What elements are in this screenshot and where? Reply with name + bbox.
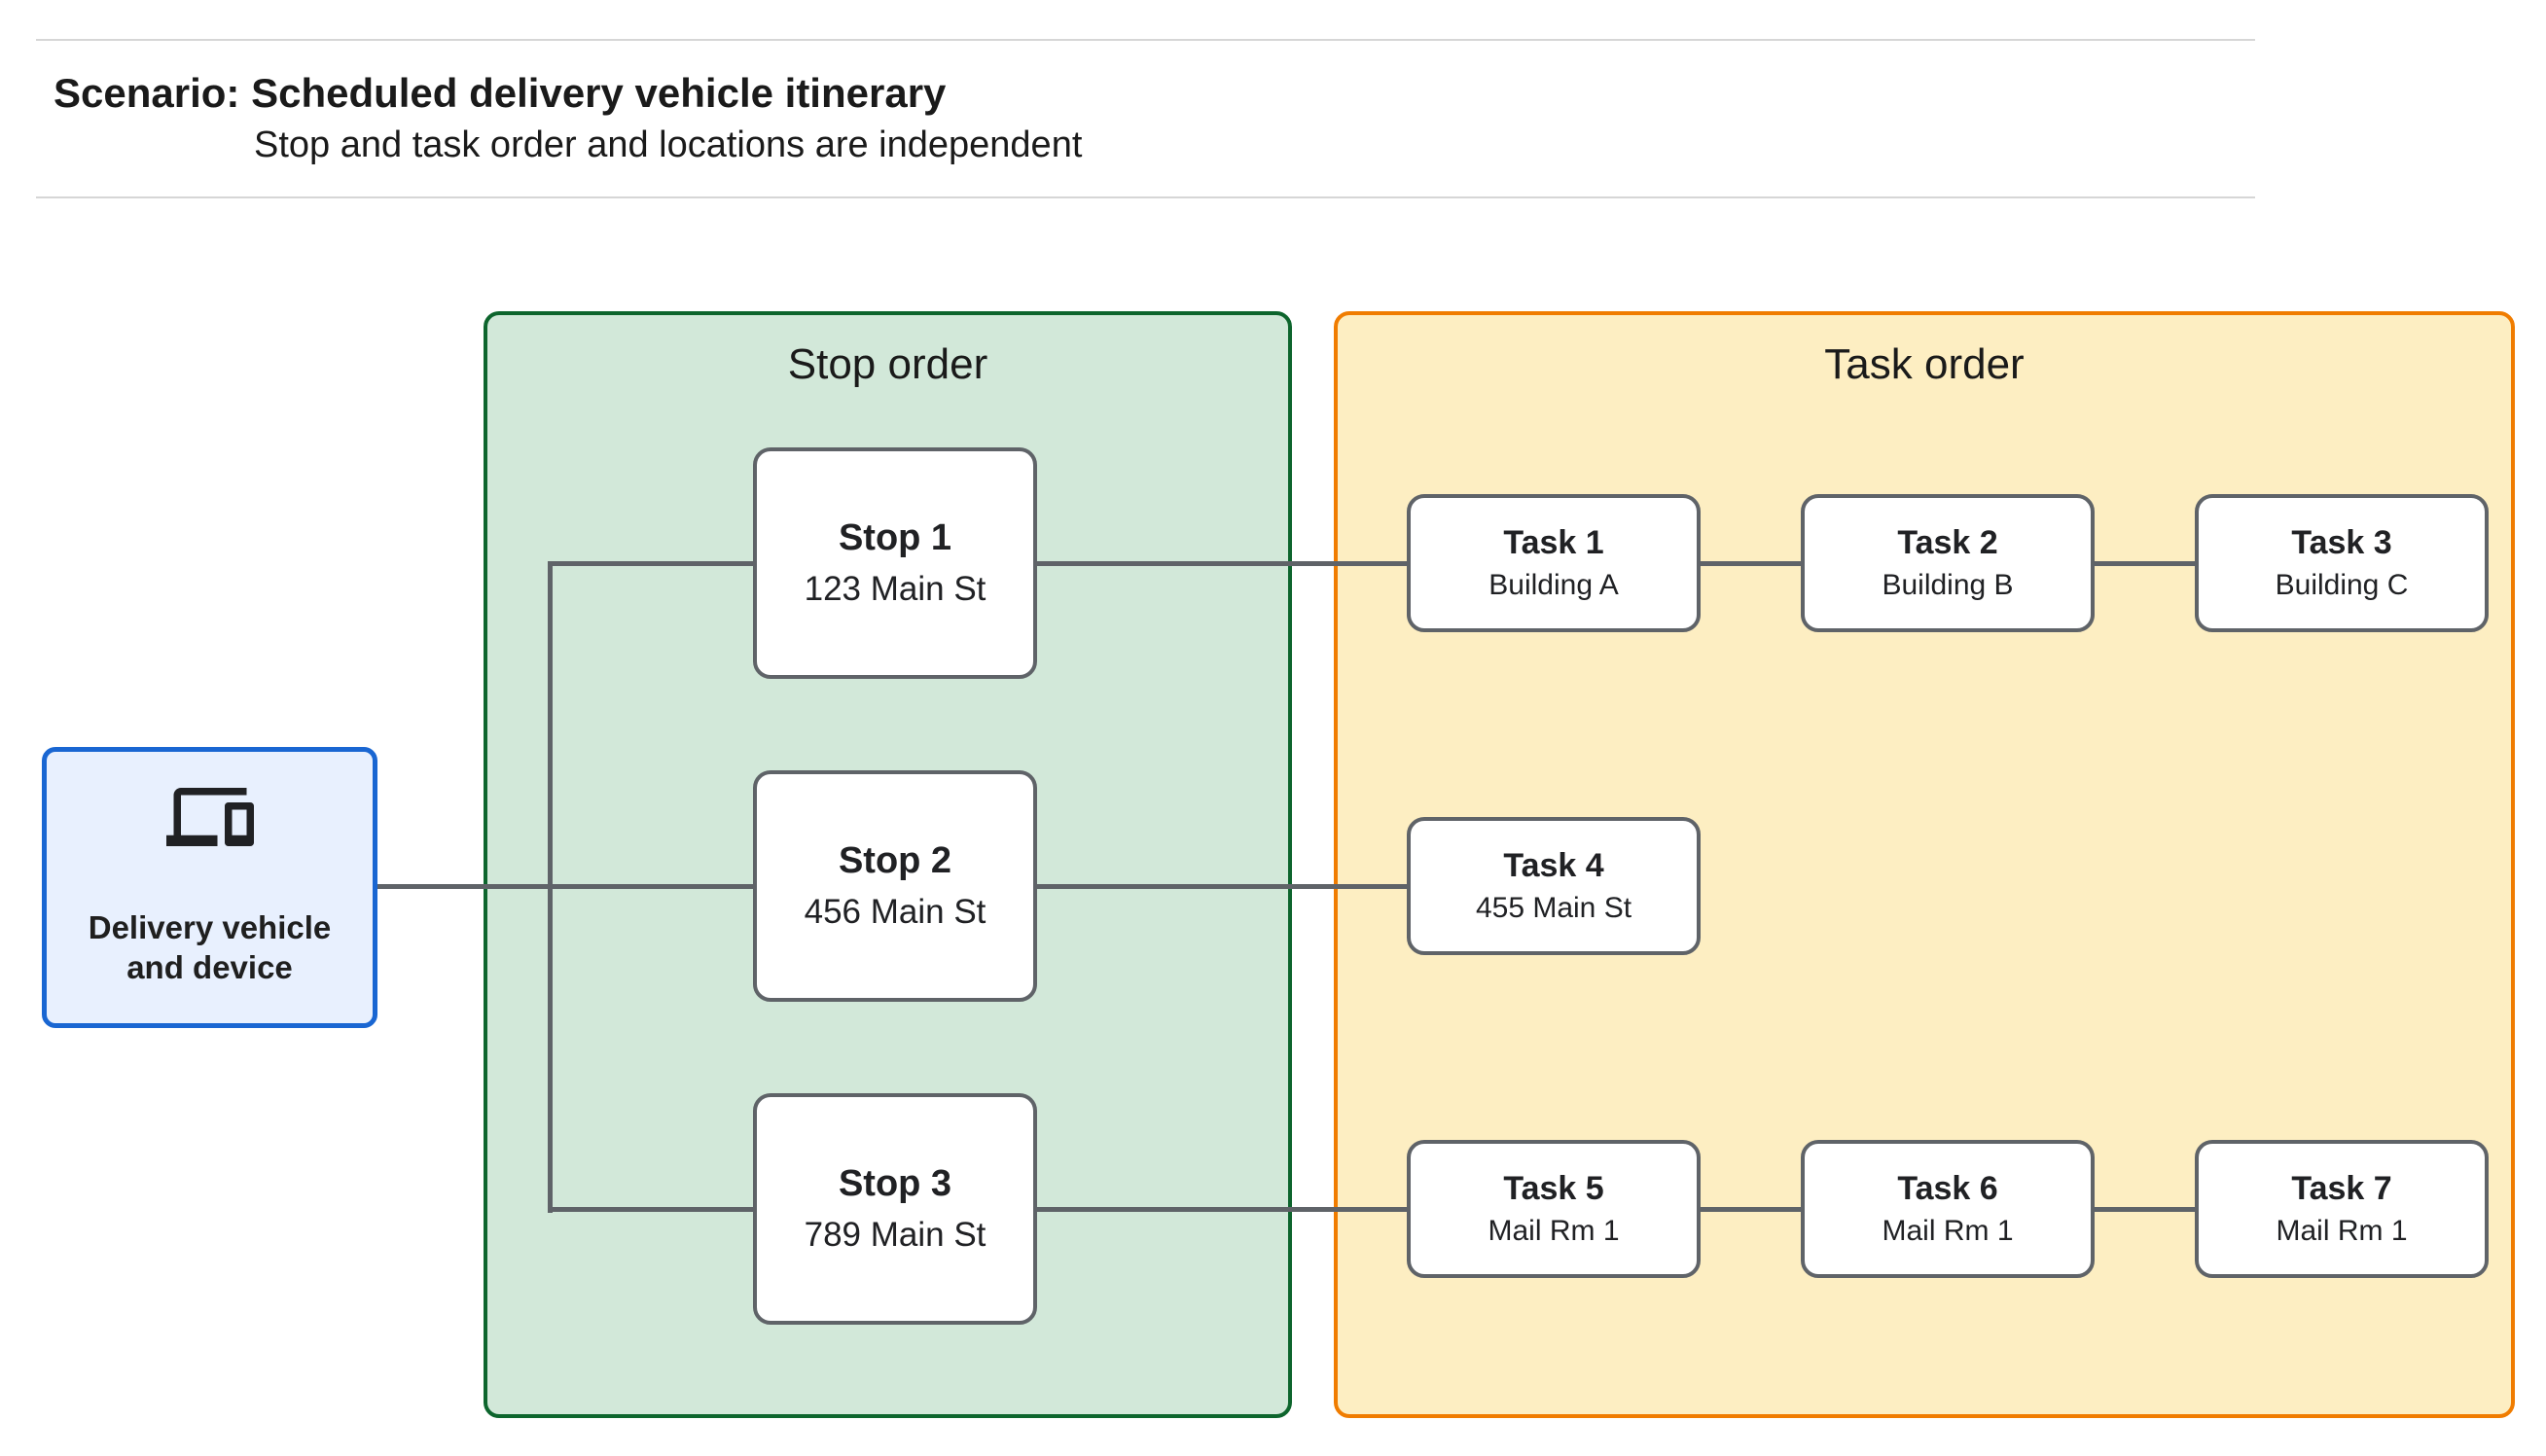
task-1-location: Building A xyxy=(1488,569,1619,602)
task-2-node: Task 2 Building B xyxy=(1801,494,2095,632)
page-title: Scenario: Scheduled delivery vehicle iti… xyxy=(54,70,947,116)
stop-3-title: Stop 3 xyxy=(838,1163,952,1205)
connector-task6-to-task7 xyxy=(2095,1207,2195,1212)
task-6-node: Task 6 Mail Rm 1 xyxy=(1801,1140,2095,1278)
connector-stop1-to-task1 xyxy=(1037,561,1407,566)
task-4-node: Task 4 455 Main St xyxy=(1407,817,1701,955)
task-7-location: Mail Rm 1 xyxy=(2276,1215,2408,1248)
stop-2-title: Stop 2 xyxy=(838,840,952,882)
delivery-vehicle-node: Delivery vehicle and device xyxy=(42,747,377,1028)
task-5-location: Mail Rm 1 xyxy=(1488,1215,1620,1248)
stop-3-address: 789 Main St xyxy=(804,1215,986,1254)
task-7-node: Task 7 Mail Rm 1 xyxy=(2195,1140,2489,1278)
task-order-panel-title: Task order xyxy=(1824,340,2025,388)
task-6-title: Task 6 xyxy=(1897,1169,1998,1207)
task-7-title: Task 7 xyxy=(2291,1169,2392,1207)
connector-task2-to-task3 xyxy=(2095,561,2195,566)
bottom-divider xyxy=(36,196,2255,198)
task-5-node: Task 5 Mail Rm 1 xyxy=(1407,1140,1701,1278)
task-3-node: Task 3 Building C xyxy=(2195,494,2489,632)
task-1-title: Task 1 xyxy=(1503,523,1604,561)
task-2-location: Building B xyxy=(1882,569,2014,602)
task-3-title: Task 3 xyxy=(2291,523,2392,561)
devices-icon xyxy=(165,788,254,847)
connector-branch-to-stop3 xyxy=(548,1207,753,1212)
connector-stop2-to-task4 xyxy=(1037,884,1407,889)
stop-1-title: Stop 1 xyxy=(838,517,952,559)
stop-order-panel-title: Stop order xyxy=(787,340,988,388)
stop-3-node: Stop 3 789 Main St xyxy=(753,1093,1037,1325)
task-1-node: Task 1 Building A xyxy=(1407,494,1701,632)
top-divider xyxy=(36,39,2255,41)
stop-1-node: Stop 1 123 Main St xyxy=(753,447,1037,679)
stop-2-address: 456 Main St xyxy=(804,892,986,931)
task-4-title: Task 4 xyxy=(1503,846,1604,884)
connector-stop3-to-task5 xyxy=(1037,1207,1407,1212)
connector-task5-to-task6 xyxy=(1701,1207,1801,1212)
task-5-title: Task 5 xyxy=(1503,1169,1604,1207)
connector-task1-to-task2 xyxy=(1701,561,1801,566)
stop-1-address: 123 Main St xyxy=(804,569,986,608)
connector-branch-vertical xyxy=(548,561,553,1213)
connector-vehicle-to-stop2 xyxy=(377,884,755,889)
task-3-location: Building C xyxy=(2275,569,2409,602)
stop-2-node: Stop 2 456 Main St xyxy=(753,770,1037,1002)
task-6-location: Mail Rm 1 xyxy=(1882,1215,2014,1248)
page-subtitle: Stop and task order and locations are in… xyxy=(254,124,1083,165)
task-4-location: 455 Main St xyxy=(1475,892,1632,925)
delivery-vehicle-label: Delivery vehicle and device xyxy=(88,909,332,985)
connector-branch-to-stop1 xyxy=(548,561,753,566)
task-2-title: Task 2 xyxy=(1897,523,1998,561)
